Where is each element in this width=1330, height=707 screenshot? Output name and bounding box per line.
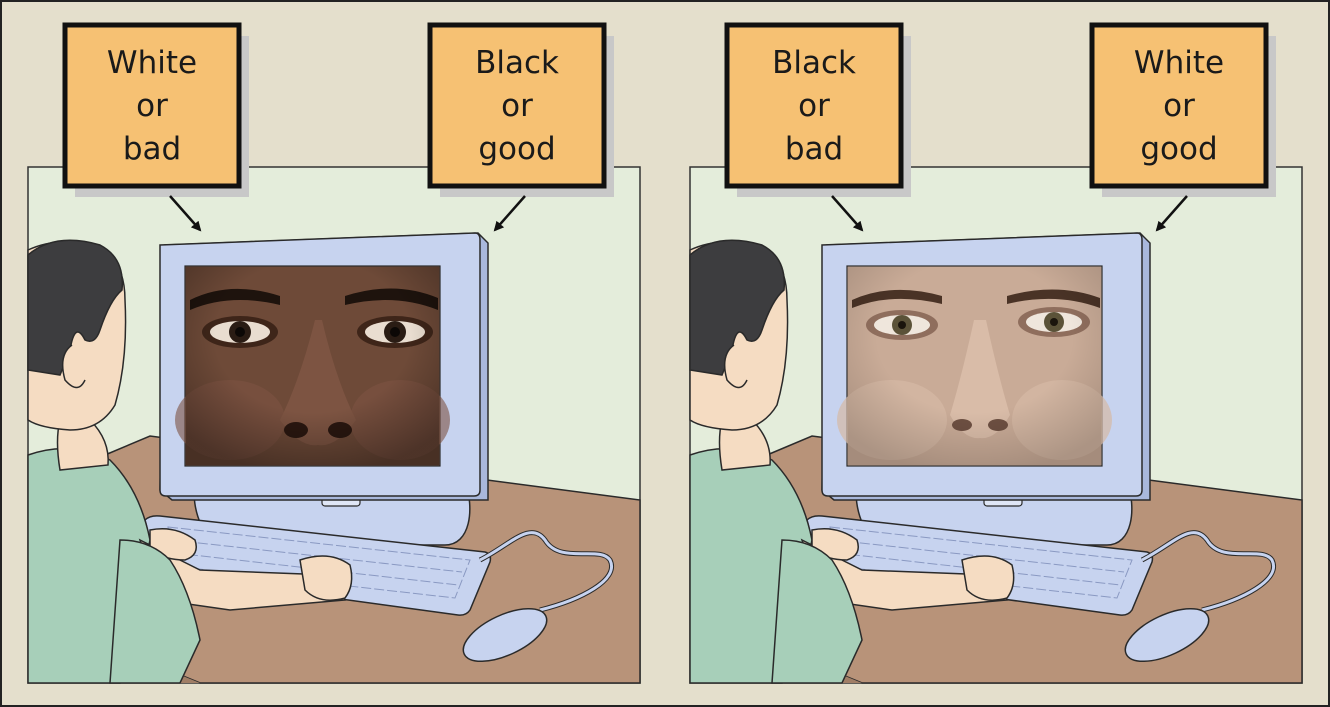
arrow-left-label xyxy=(169,195,202,232)
label-box-left-top-right: Black or good xyxy=(427,22,614,197)
mouse xyxy=(462,607,548,663)
label-line: Black xyxy=(475,45,559,81)
label-line: bad xyxy=(785,131,843,167)
person xyxy=(27,239,353,684)
label-line: good xyxy=(1140,131,1217,167)
label-line: or xyxy=(136,88,168,124)
label-box-right-top-right: White or good xyxy=(1089,22,1276,197)
arrow-right-label xyxy=(1155,195,1188,232)
label-line: Black xyxy=(772,45,856,81)
arrow-right-label xyxy=(493,195,526,232)
face-photo-black xyxy=(175,267,450,465)
label-line: bad xyxy=(123,131,181,167)
label-line: White xyxy=(107,45,197,81)
arrow-left-label xyxy=(831,195,864,232)
label-line: good xyxy=(478,131,555,167)
panel-left: White or bad Black or good xyxy=(27,22,641,684)
person xyxy=(689,239,1015,684)
label-line: White xyxy=(1134,45,1224,81)
mouse xyxy=(1124,607,1210,663)
label-line: or xyxy=(501,88,533,124)
label-line: or xyxy=(798,88,830,124)
face-photo-white xyxy=(837,267,1112,465)
label-box-left-top-left: White or bad xyxy=(62,22,249,197)
label-line: or xyxy=(1163,88,1195,124)
label-box-right-top-left: Black or bad xyxy=(724,22,911,197)
panel-right: Black or bad White or good xyxy=(689,22,1303,684)
